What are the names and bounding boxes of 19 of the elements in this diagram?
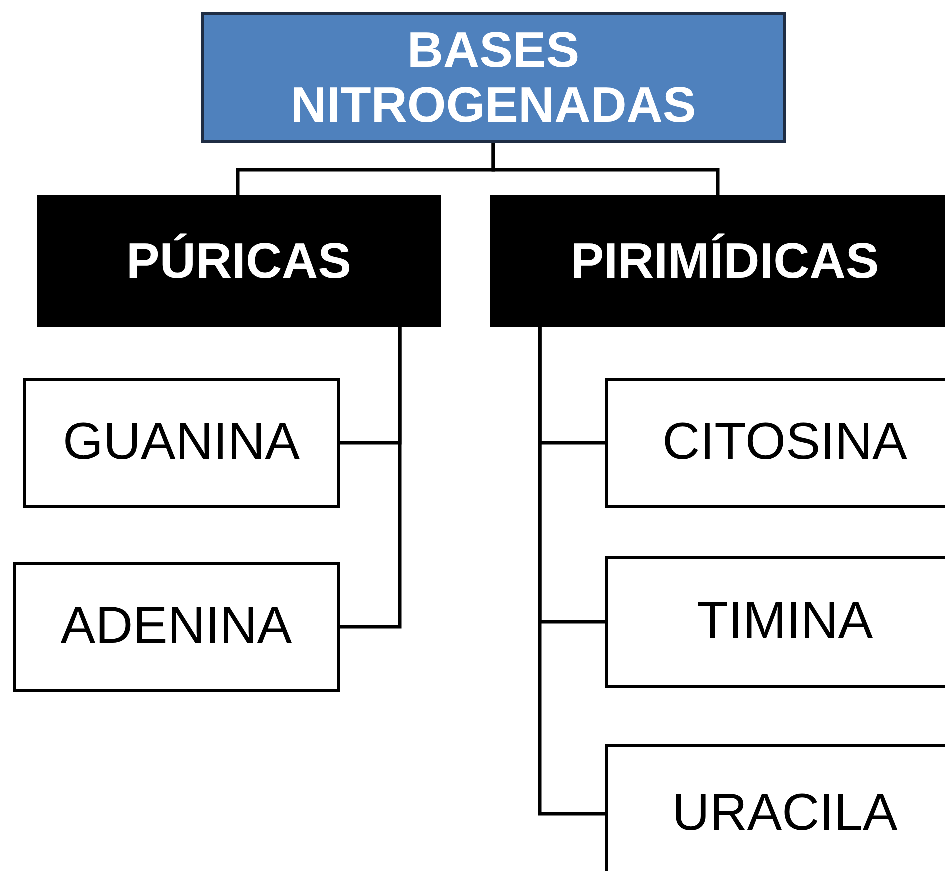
box-label: CITOSINA [662, 414, 908, 472]
box-label: ADENINA [60, 598, 294, 656]
connector-line [492, 143, 720, 195]
category-box [490, 195, 945, 327]
box-label: GUANINA [62, 414, 301, 472]
box-label: PIRIMÍDICAS [570, 234, 880, 288]
box-label: TIMINA [696, 593, 874, 651]
connector-line [538, 327, 605, 816]
base-box [605, 378, 945, 508]
base-box [23, 378, 340, 508]
category-box [37, 195, 441, 327]
base-box [605, 744, 945, 871]
base-box [13, 562, 340, 692]
box-label: URACILA [671, 785, 899, 843]
base-box [605, 556, 945, 688]
connector-line [340, 327, 402, 629]
box-label: BASES NITROGENADAS [290, 22, 698, 132]
title-box [201, 12, 786, 143]
box-label: PÚRICAS [125, 234, 353, 288]
